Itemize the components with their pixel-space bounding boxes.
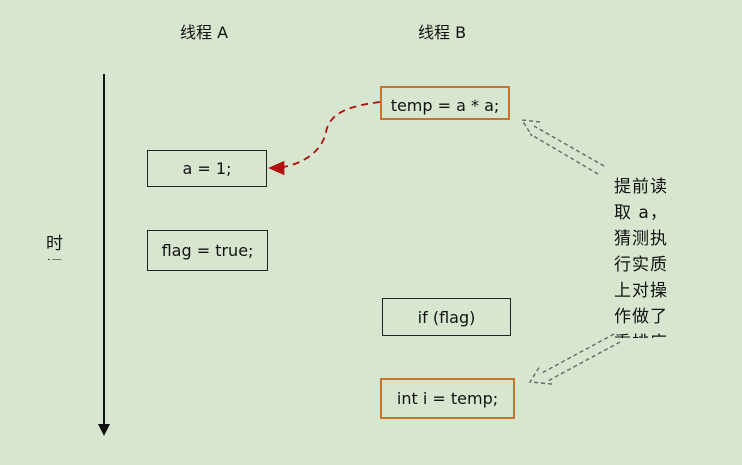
- dependency-arrow: [268, 101, 381, 176]
- thread-b-title: 线程 B: [418, 23, 467, 42]
- thread-a-step-1: a = 1;: [147, 150, 267, 187]
- thread-a-step-2: flag = true;: [147, 230, 268, 271]
- time-axis-label: 时间: [46, 234, 63, 260]
- thread-a-title: 线程 A: [180, 23, 229, 42]
- thread-b-step-1-text: temp = a * a;: [390, 96, 500, 115]
- callout-arrow-top: [520, 119, 605, 175]
- thread-b-step-3: int i = temp;: [380, 378, 515, 419]
- speculation-note: 提前读取 a，猜测执行实质上对操作做了重排序: [614, 177, 668, 338]
- thread-b-step-2: if (flag): [382, 298, 511, 336]
- time-axis-arrowhead: [98, 424, 110, 436]
- callout-arrow-bottom: [528, 333, 621, 385]
- thread-b-step-1: temp = a * a;: [380, 86, 510, 120]
